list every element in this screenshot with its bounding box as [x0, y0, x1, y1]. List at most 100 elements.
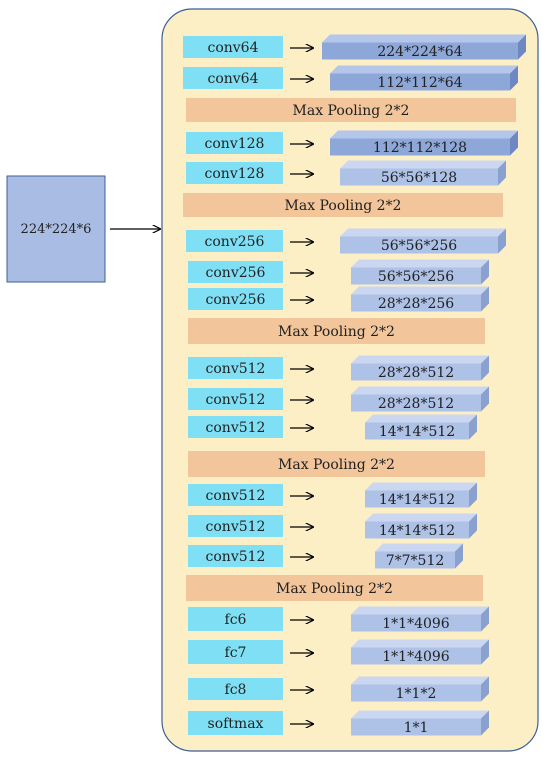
output-block-front	[330, 73, 510, 91]
layer-label: fc8	[225, 682, 247, 698]
output-shape-label: 112*112*64	[377, 75, 462, 91]
pooling-box	[183, 193, 503, 217]
output-block-side	[469, 513, 477, 539]
output-block-side	[518, 34, 526, 60]
output-block: 1*1*2	[351, 676, 489, 702]
output-shape-label: 1*1*2	[396, 686, 437, 702]
output-block-front	[351, 394, 481, 412]
output-block-front	[340, 236, 498, 254]
output-block-front	[351, 684, 481, 702]
output-block-front	[351, 363, 481, 381]
layer-box	[188, 484, 283, 506]
output-block-front	[365, 490, 469, 508]
layer-box	[188, 388, 283, 410]
output-block-top	[351, 639, 489, 648]
layer-box	[188, 357, 283, 379]
output-block: 112*112*128	[330, 130, 518, 156]
output-shape-label: 224*224*64	[377, 44, 462, 60]
layer-box	[183, 36, 283, 58]
output-block: 28*28*512	[351, 355, 489, 381]
output-block-front	[322, 42, 518, 60]
output-block-side	[498, 160, 506, 186]
output-block-side	[481, 676, 489, 702]
output-block: 7*7*512	[375, 543, 463, 569]
layer-label: conv256	[205, 234, 265, 250]
output-block: 1*1	[351, 710, 489, 736]
output-block-top	[365, 414, 477, 423]
output-shape-label: 14*14*512	[379, 424, 455, 440]
output-block-top	[351, 386, 489, 395]
output-shape-label: 56*56*256	[378, 269, 454, 285]
layer-label: softmax	[208, 716, 264, 732]
output-block-top	[351, 355, 489, 364]
output-block-top	[351, 606, 489, 615]
pooling-label: Max Pooling 2*2	[278, 324, 395, 340]
layer-row: softmax 1*1	[188, 710, 489, 736]
pooling-box	[186, 98, 516, 122]
pooling-row: Max Pooling 2*2	[188, 318, 485, 344]
output-shape-label: 28*28*512	[378, 396, 454, 412]
output-block: 112*112*64	[330, 65, 518, 91]
layer-label: conv512	[206, 420, 266, 436]
output-block-side	[510, 130, 518, 156]
pooling-box	[188, 451, 485, 477]
layer-row: conv256 28*28*256	[188, 286, 489, 312]
pooling-row: Max Pooling 2*2	[183, 193, 503, 217]
layer-box	[186, 132, 283, 154]
layer-box	[188, 288, 283, 310]
output-shape-label: 14*14*512	[379, 523, 455, 539]
output-block-top	[351, 286, 489, 295]
layer-label: conv512	[206, 488, 266, 504]
pooling-label: Max Pooling 2*2	[293, 103, 410, 119]
layer-row: conv256 56*56*256	[186, 228, 506, 254]
output-block-side	[481, 639, 489, 665]
layer-row: fc8 1*1*2	[188, 676, 489, 702]
layer-label: conv512	[206, 519, 266, 535]
output-block-top	[375, 543, 463, 552]
layer-box	[188, 261, 283, 283]
pooling-box	[188, 318, 485, 344]
layer-row: conv512 7*7*512	[188, 543, 463, 569]
layer-label: conv128	[205, 166, 265, 182]
layer-label: conv512	[206, 392, 266, 408]
layer-box	[188, 545, 283, 567]
output-block-side	[469, 482, 477, 508]
output-block-side	[481, 606, 489, 632]
output-shape-label: 56*56*256	[381, 238, 457, 254]
layer-row: conv512 14*14*512	[188, 513, 477, 539]
output-block: 28*28*256	[351, 286, 489, 312]
output-block-top	[322, 34, 526, 43]
layer-label: conv512	[206, 549, 266, 565]
pooling-row: Max Pooling 2*2	[186, 98, 516, 122]
pooling-box	[186, 575, 483, 601]
layer-box	[188, 678, 283, 700]
layer-label: conv256	[206, 292, 266, 308]
output-block-top	[351, 710, 489, 719]
output-shape-label: 28*28*512	[378, 365, 454, 381]
output-block-side	[510, 65, 518, 91]
output-block-top	[351, 259, 489, 268]
output-block-side	[469, 414, 477, 440]
layer-row: conv64 112*112*64	[183, 65, 518, 91]
pooling-label: Max Pooling 2*2	[278, 457, 395, 473]
input-label: 224*224*6	[21, 222, 92, 237]
layer-row: conv512 28*28*512	[188, 386, 489, 412]
layer-label: conv512	[206, 361, 266, 377]
output-block: 1*1*4096	[351, 639, 489, 665]
output-block-side	[481, 286, 489, 312]
output-block-front	[351, 718, 481, 736]
layer-label: conv64	[207, 71, 258, 87]
output-block-side	[481, 710, 489, 736]
layer-label: conv64	[207, 40, 258, 56]
output-block-front	[351, 294, 481, 312]
output-block: 224*224*64	[322, 34, 526, 60]
output-block-side	[481, 386, 489, 412]
output-block-front	[351, 614, 481, 632]
output-block-top	[330, 65, 518, 74]
output-block: 14*14*512	[365, 414, 477, 440]
output-block-side	[481, 355, 489, 381]
output-shape-label: 28*28*256	[378, 296, 454, 312]
output-block: 28*28*512	[351, 386, 489, 412]
